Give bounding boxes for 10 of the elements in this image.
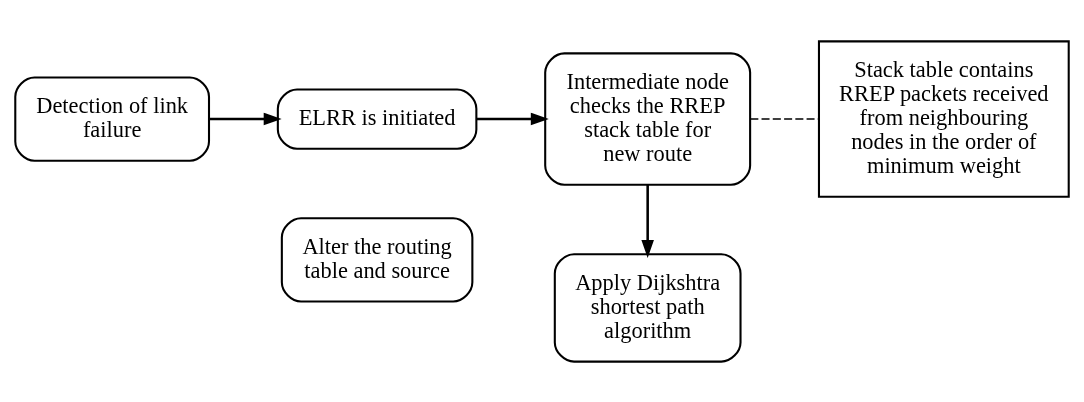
arrow <box>641 184 654 258</box>
node-box: Stack table contains RREP packets received from neighbouring nodes in the order of minimum weight <box>817 39 1070 198</box>
arrow <box>476 112 549 125</box>
connector <box>749 117 820 120</box>
node-box: Apply Dijkshtra shortest path algorithm <box>553 252 742 363</box>
arrow <box>209 112 282 125</box>
node-box: Detection of link failure <box>14 75 211 162</box>
node-box: ELRR is initiated <box>276 87 478 150</box>
node-box: Alter the routing table and source <box>280 216 474 303</box>
node-box: Intermediate node checks the RREP stack table for new route <box>544 51 752 186</box>
